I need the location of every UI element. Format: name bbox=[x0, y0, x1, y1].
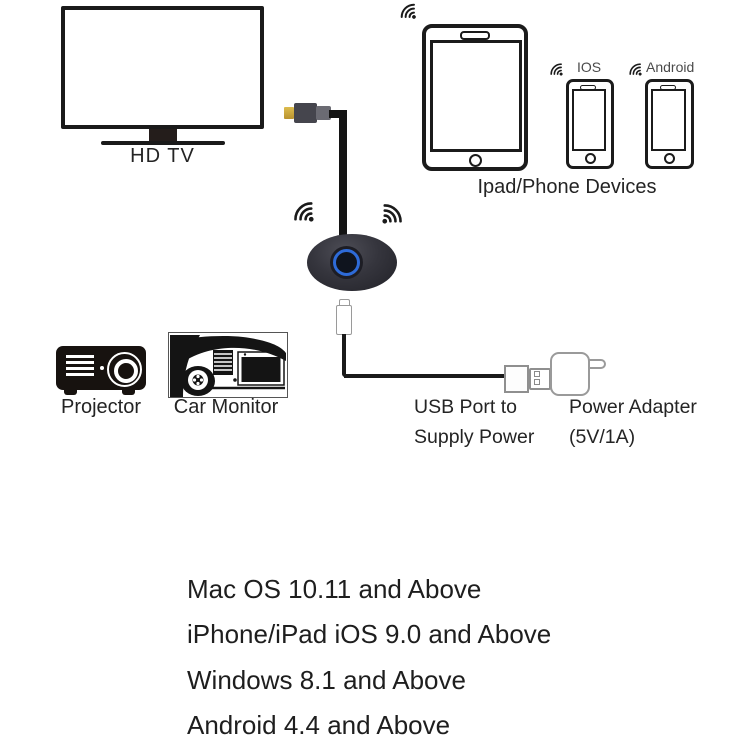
ipad-illustration bbox=[422, 24, 528, 171]
power-adapter-prong bbox=[588, 359, 606, 369]
projector-vent-line bbox=[66, 373, 94, 376]
projector-vent-line bbox=[66, 367, 94, 370]
car-monitor-label: Car Monitor bbox=[173, 396, 279, 418]
projector-indicator-dot bbox=[100, 366, 104, 370]
hdtv-stand-base bbox=[101, 141, 225, 145]
ipad-home-button bbox=[469, 154, 482, 167]
projector-lens-icon bbox=[107, 352, 142, 387]
power-adapter-label-line2: (5V/1A) bbox=[569, 426, 636, 448]
android-phone-home-button bbox=[664, 153, 675, 164]
projector-label: Projector bbox=[60, 396, 142, 418]
projector-vent-line bbox=[66, 355, 94, 358]
android-label: Android bbox=[646, 59, 695, 75]
wifi-signal-icon bbox=[629, 63, 642, 76]
projector-lens-center bbox=[114, 359, 138, 383]
hdtv-stand-neck bbox=[149, 129, 177, 142]
ipad-speaker-slot bbox=[460, 31, 490, 40]
compatibility-line-ios: iPhone/iPad iOS 9.0 and Above bbox=[187, 619, 552, 649]
wifi-signal-icon bbox=[294, 202, 314, 222]
hdmi-connector-tip bbox=[284, 107, 294, 119]
android-phone-screen bbox=[651, 89, 686, 151]
power-adapter-icon bbox=[550, 352, 590, 396]
usb-power-label-line1: USB Port to bbox=[414, 396, 517, 418]
usb-plug-hole bbox=[534, 379, 540, 385]
hdtv-label: HD TV bbox=[130, 145, 195, 167]
car-monitor-illustration bbox=[168, 332, 288, 398]
hdtv-illustration bbox=[61, 6, 264, 129]
projector-foot bbox=[122, 389, 135, 395]
compatibility-line-android: Android 4.4 and Above bbox=[187, 710, 451, 740]
projector-illustration bbox=[56, 346, 146, 396]
hdmi-cable-vertical bbox=[339, 110, 347, 236]
wifi-signal-icon bbox=[382, 204, 402, 224]
ios-phone-home-button bbox=[585, 153, 596, 164]
power-adapter-label-line1: Power Adapter bbox=[569, 396, 697, 418]
power-cable-horizontal bbox=[344, 374, 505, 378]
projector-vent-line bbox=[66, 361, 94, 364]
devices-caption: Ipad/Phone Devices bbox=[477, 176, 657, 198]
micro-usb-tip bbox=[339, 299, 350, 307]
usb-a-plug-body bbox=[529, 368, 551, 390]
compatibility-line-windows: Windows 8.1 and Above bbox=[187, 665, 466, 695]
compatibility-line-macos: Mac OS 10.11 and Above bbox=[187, 574, 482, 604]
wifi-signal-icon bbox=[550, 63, 563, 76]
ipad-screen bbox=[430, 40, 522, 152]
usb-plug-hole bbox=[534, 371, 540, 377]
projector-foot bbox=[64, 389, 77, 395]
micro-usb-connector-icon bbox=[336, 305, 352, 335]
hdmi-strain-relief bbox=[316, 106, 331, 120]
usb-power-label-line2: Supply Power bbox=[414, 426, 535, 448]
hdmi-cable-horizontal bbox=[329, 110, 345, 118]
wifi-signal-icon bbox=[400, 3, 416, 19]
dongle-power-button bbox=[333, 249, 360, 276]
ios-phone-screen bbox=[572, 89, 606, 151]
power-cable-vertical bbox=[342, 334, 346, 377]
usb-a-plug-icon bbox=[504, 365, 529, 393]
ios-label: IOS bbox=[577, 59, 602, 75]
hdmi-connector-icon bbox=[294, 103, 317, 123]
